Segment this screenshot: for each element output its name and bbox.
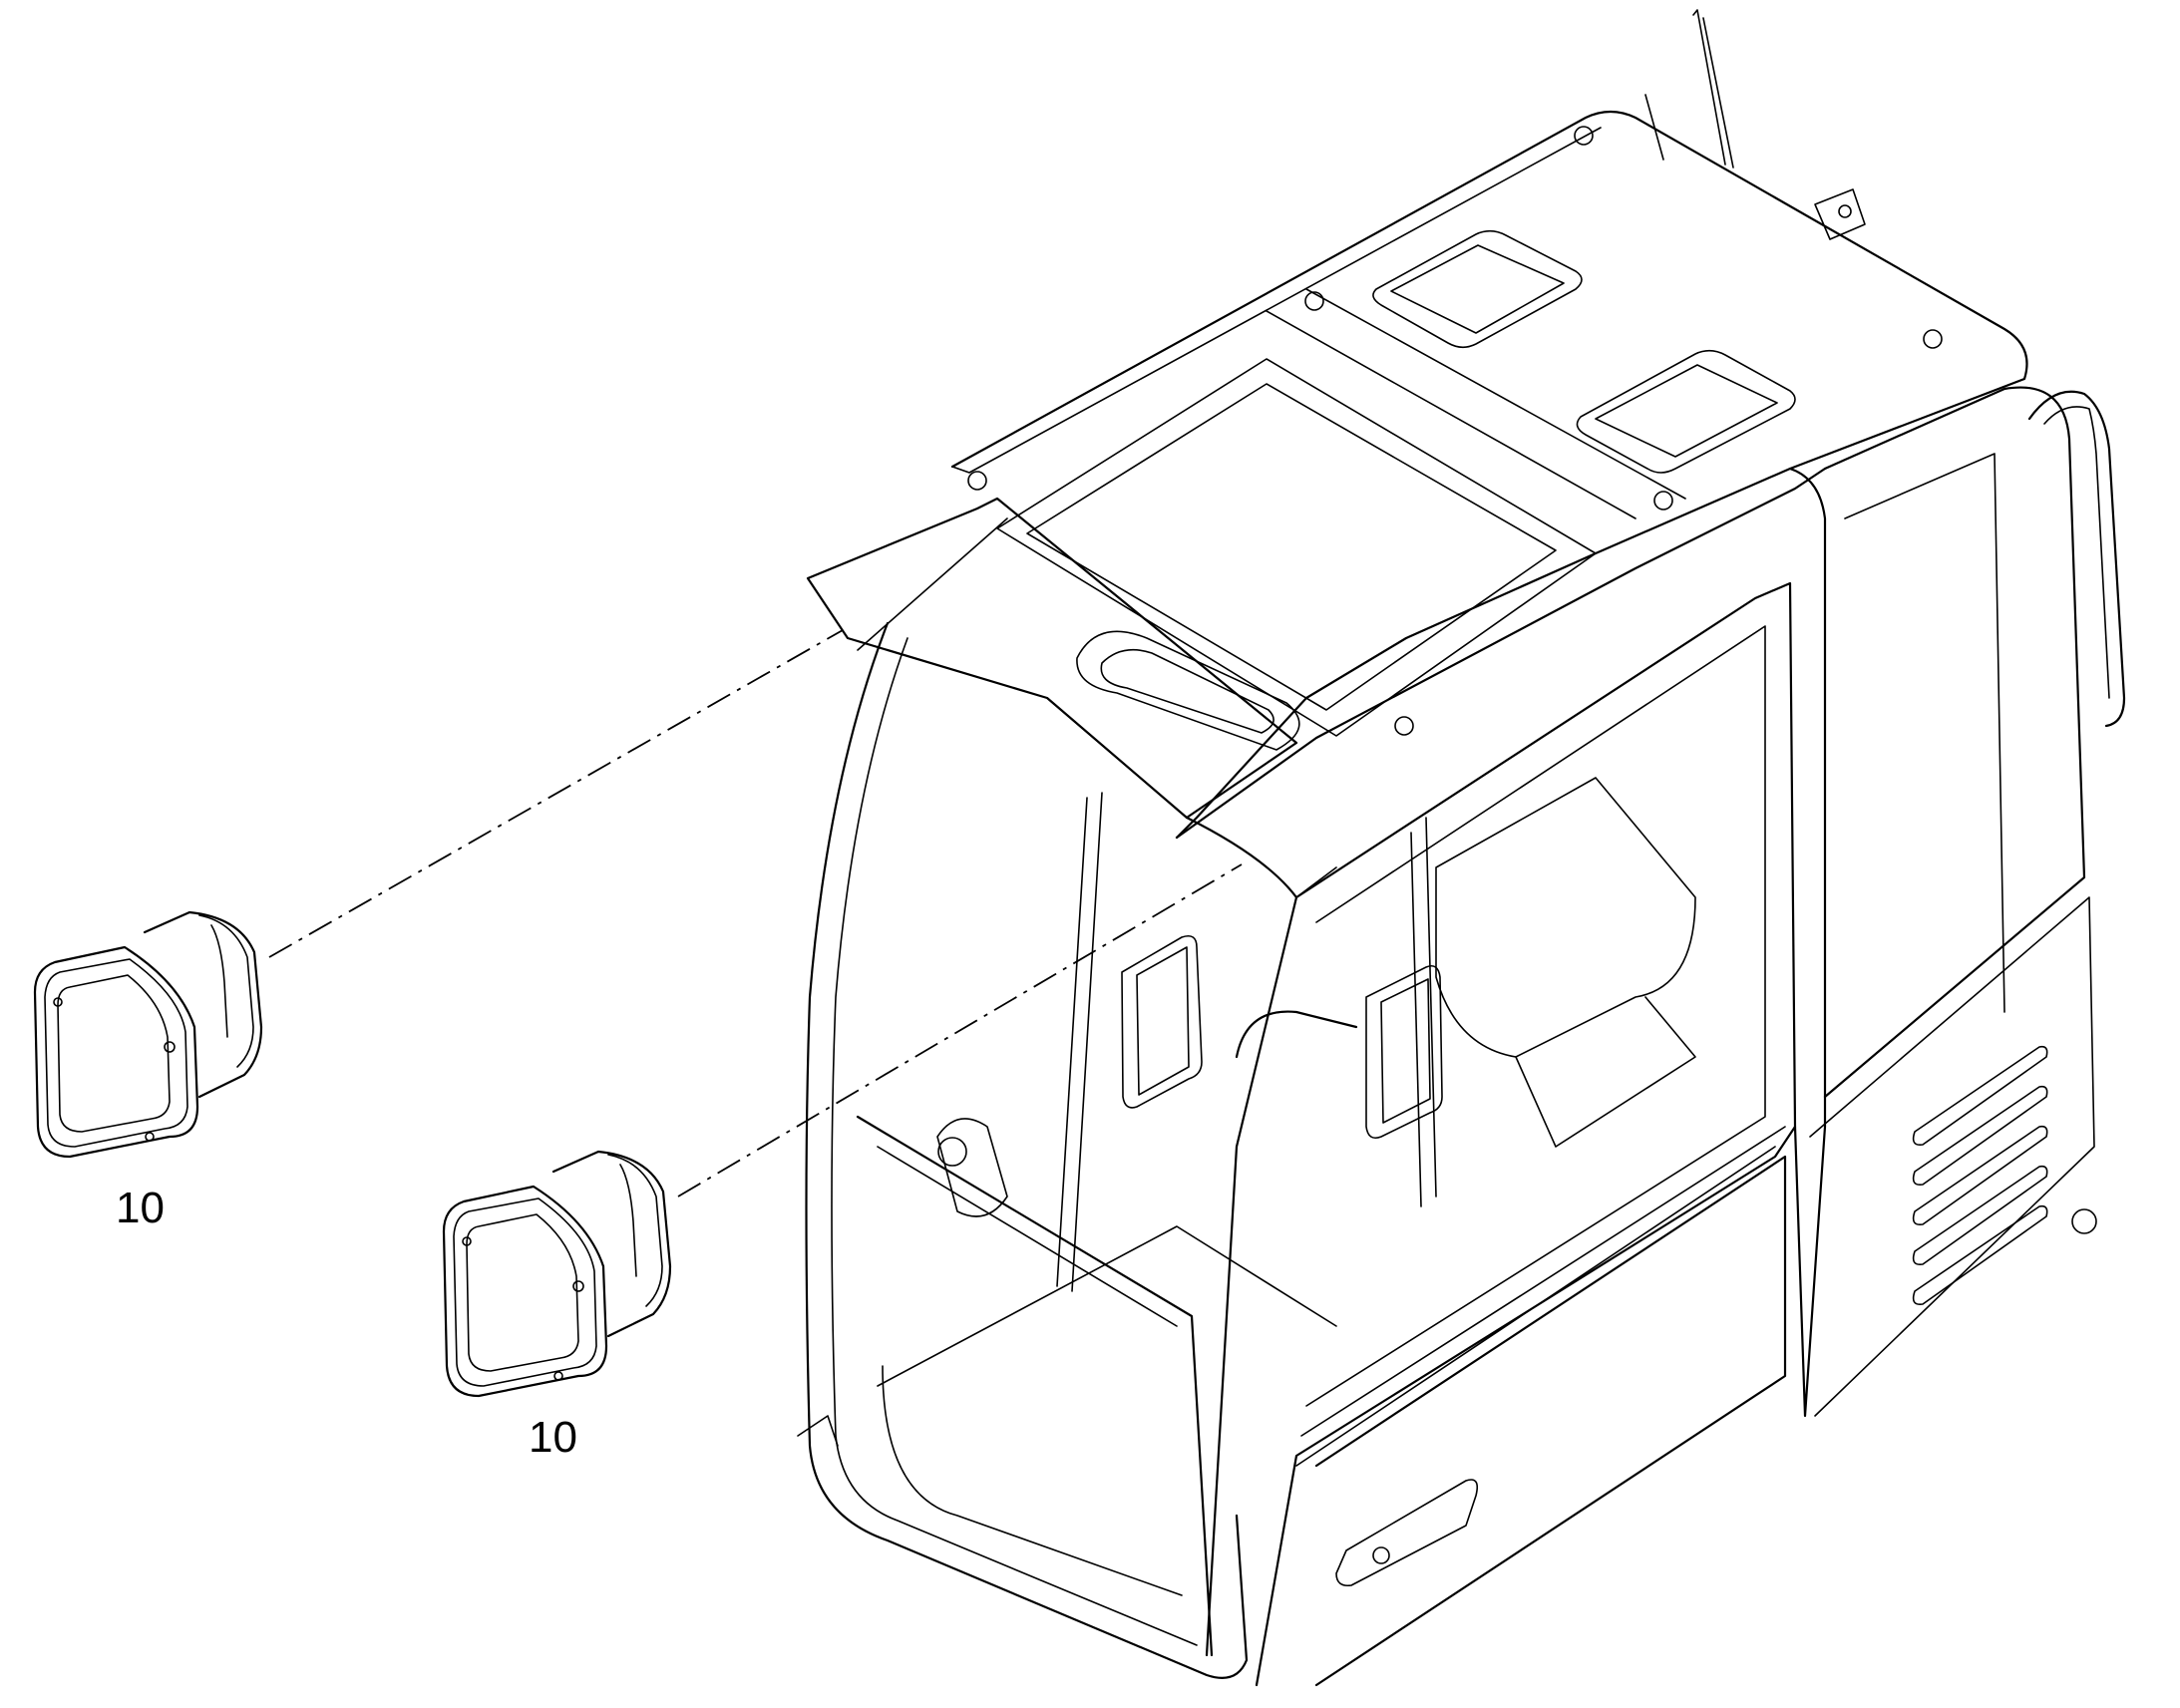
roof-hatch-1 — [1372, 229, 1583, 349]
operator-cab — [797, 9, 2126, 1687]
roof-hatch-2 — [1576, 349, 1796, 474]
cab-roof — [950, 110, 2028, 840]
cab-door — [1255, 581, 1797, 1687]
work-lamp-1 — [33, 910, 263, 1159]
mirror-left — [1121, 934, 1203, 1109]
operator-seat — [1435, 777, 1696, 1058]
mirror-right — [1365, 964, 1443, 1140]
antenna — [1692, 9, 1726, 166]
door-handle — [1335, 1479, 1479, 1587]
cab-roof-front-edge — [1175, 467, 1827, 840]
rear-side-panel — [1788, 467, 1827, 1418]
leader-line-upper — [268, 629, 844, 958]
rear-grille — [1912, 1045, 2048, 1306]
sunroof-glass — [996, 358, 1597, 737]
front-visor — [806, 497, 1298, 820]
work-lamp-2 — [442, 1150, 672, 1398]
front-left-pillar — [805, 621, 1249, 1679]
leader-line-lower — [677, 863, 1243, 1197]
part-callout-10-upper: 10 — [116, 1184, 165, 1232]
part-callout-10-lower: 10 — [529, 1413, 577, 1462]
grab-rail — [2027, 390, 2126, 728]
windshield-frame — [856, 1115, 1214, 1657]
